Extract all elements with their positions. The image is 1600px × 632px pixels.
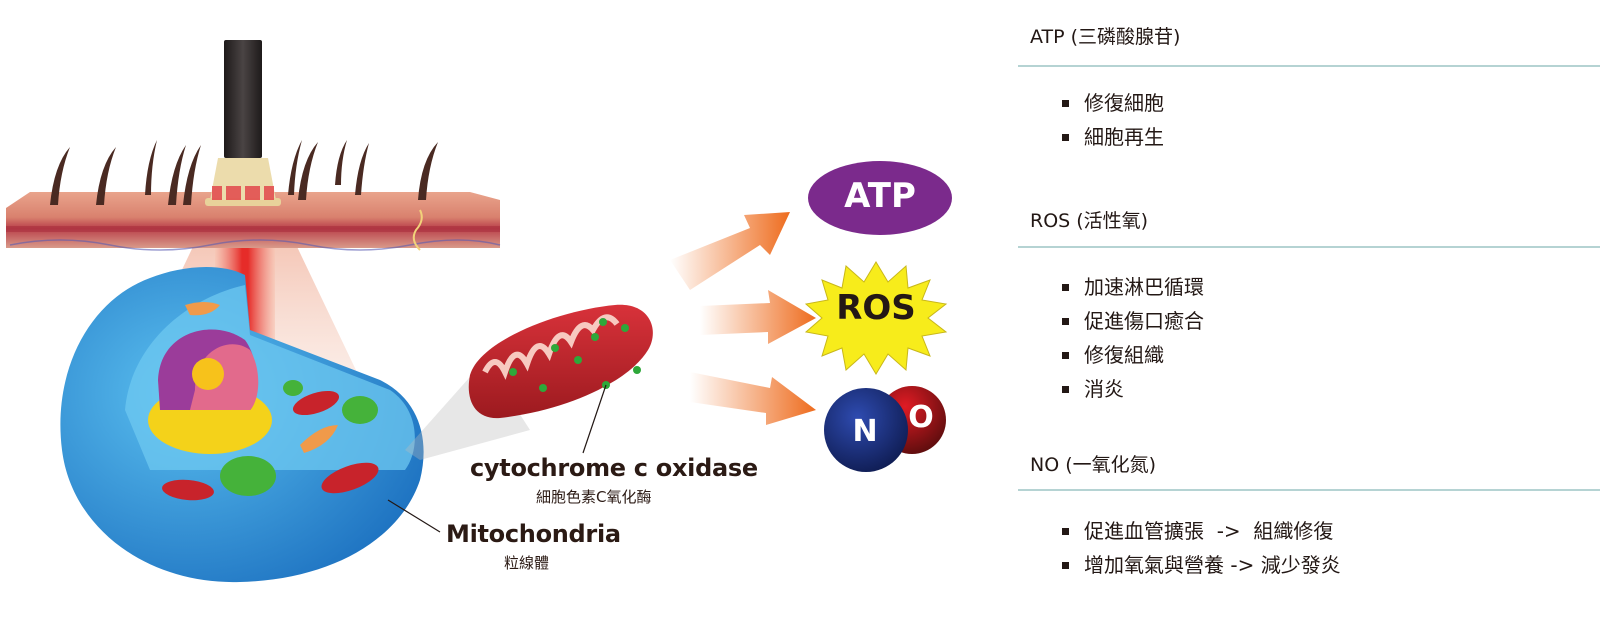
list-item: 細胞再生 [1062,120,1164,154]
bullet-icon [1062,284,1069,291]
laser-probe [205,40,281,206]
bullet-icon [1062,134,1069,141]
arrow-to-ros [700,290,816,344]
ros-label: ROS [836,288,916,328]
no-n-label: N [852,414,878,449]
list-item: 增加氧氣與營養 -> 減少發炎 [1062,548,1341,582]
section-divider [1018,65,1600,67]
bullet-icon [1062,528,1069,535]
bullet-icon [1062,318,1069,325]
bullet-icon [1062,100,1069,107]
mitochondrion-zoom [468,304,653,419]
bullet-icon [1062,562,1069,569]
mitochondria-label: Mitochondria [446,520,621,548]
section-list: 修復細胞 細胞再生 [1062,86,1164,154]
atp-molecule [808,161,952,235]
cytochrome-pointer-line [582,384,607,454]
cytochrome-label-zh: 細胞色素C氧化酶 [536,488,652,506]
bullet-icon [1062,352,1069,359]
section-title: ATP (三磷酸腺苷) [1030,26,1181,48]
bullet-icon [1062,386,1069,393]
section-list: 加速淋巴循環 促進傷口癒合 修復組織 消炎 [1062,270,1204,406]
section-list: 促進血管擴張 -> 組織修復 增加氧氣與營養 -> 減少發炎 [1062,514,1341,582]
list-item: 促進傷口癒合 [1062,304,1204,338]
hairs [50,140,438,205]
atp-label: ATP [844,176,916,216]
section-title: ROS (活性氧) [1030,210,1149,232]
ros-molecule [804,261,948,375]
section-divider [1018,246,1600,248]
list-item: 修復細胞 [1062,86,1164,120]
skin-layer [6,192,501,251]
list-item: 加速淋巴循環 [1062,270,1204,304]
arrow-to-no [690,372,816,425]
mitochondria-pointer-line [387,499,441,533]
cytochrome-label: cytochrome c oxidase [470,454,758,482]
list-item: 消炎 [1062,372,1204,406]
no-molecule-n [824,388,908,472]
arrow-to-atp [670,212,790,290]
no-o-label: O [908,400,934,435]
photobiomodulation-illustration [6,40,952,583]
list-item: 促進血管擴張 -> 組織修復 [1062,514,1341,548]
cell-illustration [60,266,424,583]
section-title: NO (一氧化氮) [1030,454,1157,476]
section-divider [1018,489,1600,491]
list-item: 修復組織 [1062,338,1204,372]
mitochondria-label-zh: 粒線體 [504,554,550,572]
